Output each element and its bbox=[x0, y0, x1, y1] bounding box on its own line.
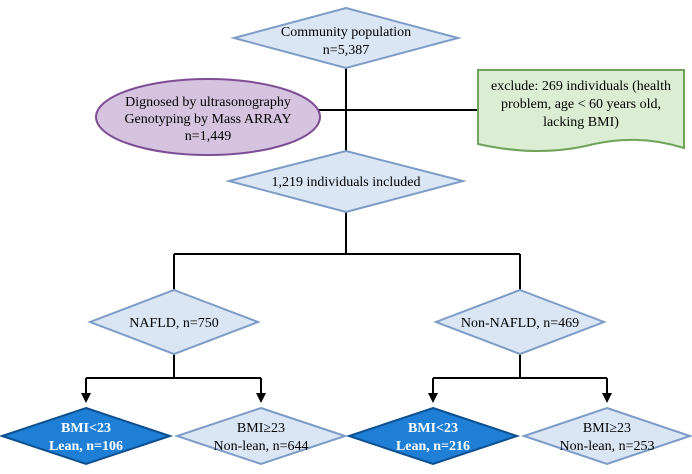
nafld-nonlean-diamond bbox=[173, 406, 349, 466]
nafld-node: NAFLD, n=750 bbox=[87, 288, 261, 356]
non-nafld-lean-bmi-label: BMI<23 bbox=[408, 421, 458, 436]
diagnosed-method-label: Dignosed by ultrasonography bbox=[125, 95, 291, 110]
genotyping-method-label: Genotyping by Mass ARRAY bbox=[124, 112, 291, 127]
community-population-diamond bbox=[230, 6, 462, 70]
non-nafld-nonlean-bmi-label: BMI≥23 bbox=[583, 421, 631, 436]
nafld-nonlean-node: BMI≥23 Non-lean, n=644 bbox=[173, 406, 349, 466]
diagnosed-count: n=1,449 bbox=[185, 129, 231, 144]
nafld-diamond bbox=[87, 288, 261, 356]
nafld-lean-node: BMI<23 Lean, n=106 bbox=[0, 406, 174, 466]
connectors bbox=[81, 68, 612, 403]
non-nafld-nonlean-count: Non-lean, n=253 bbox=[560, 439, 655, 454]
included-diamond bbox=[225, 149, 467, 214]
non-nafld-nonlean-diamond bbox=[520, 406, 692, 466]
nafld-lean-count: Lean, n=106 bbox=[49, 439, 123, 454]
exclude-label-line2: problem, age < 60 years old, bbox=[501, 97, 661, 112]
diagnosed-node: Dignosed by ultrasonography Genotyping b… bbox=[95, 78, 321, 156]
nafld-nonlean-count: Non-lean, n=644 bbox=[214, 439, 309, 454]
included-node: 1,219 individuals included bbox=[225, 149, 467, 214]
non-nafld-lean-count: Lean, n=216 bbox=[396, 439, 470, 454]
exclude-document-shape bbox=[477, 69, 685, 152]
community-population-node: Community population n=5,387 bbox=[230, 6, 462, 70]
non-nafld-node: Non-NAFLD, n=469 bbox=[433, 288, 607, 356]
community-population-count: n=5,387 bbox=[323, 43, 369, 58]
nafld-label: NAFLD, n=750 bbox=[129, 316, 219, 331]
non-nafld-label: Non-NAFLD, n=469 bbox=[461, 316, 579, 331]
included-label: 1,219 individuals included bbox=[272, 175, 421, 190]
exclude-label-line1: exclude: 269 individuals (health bbox=[491, 79, 671, 94]
exclude-node: exclude: 269 individuals (health problem… bbox=[477, 69, 685, 152]
exclude-label-line3: lacking BMI) bbox=[543, 115, 619, 130]
nafld-nonlean-bmi-label: BMI≥23 bbox=[237, 421, 285, 436]
community-population-label: Community population bbox=[281, 25, 411, 40]
non-nafld-diamond bbox=[433, 288, 607, 356]
diagnosed-ellipse bbox=[95, 78, 321, 156]
non-nafld-lean-diamond bbox=[345, 406, 521, 466]
nafld-lean-bmi-label: BMI<23 bbox=[61, 421, 111, 436]
non-nafld-nonlean-node: BMI≥23 Non-lean, n=253 bbox=[520, 406, 692, 466]
non-nafld-lean-node: BMI<23 Lean, n=216 bbox=[345, 406, 521, 466]
nafld-lean-diamond bbox=[0, 406, 174, 466]
